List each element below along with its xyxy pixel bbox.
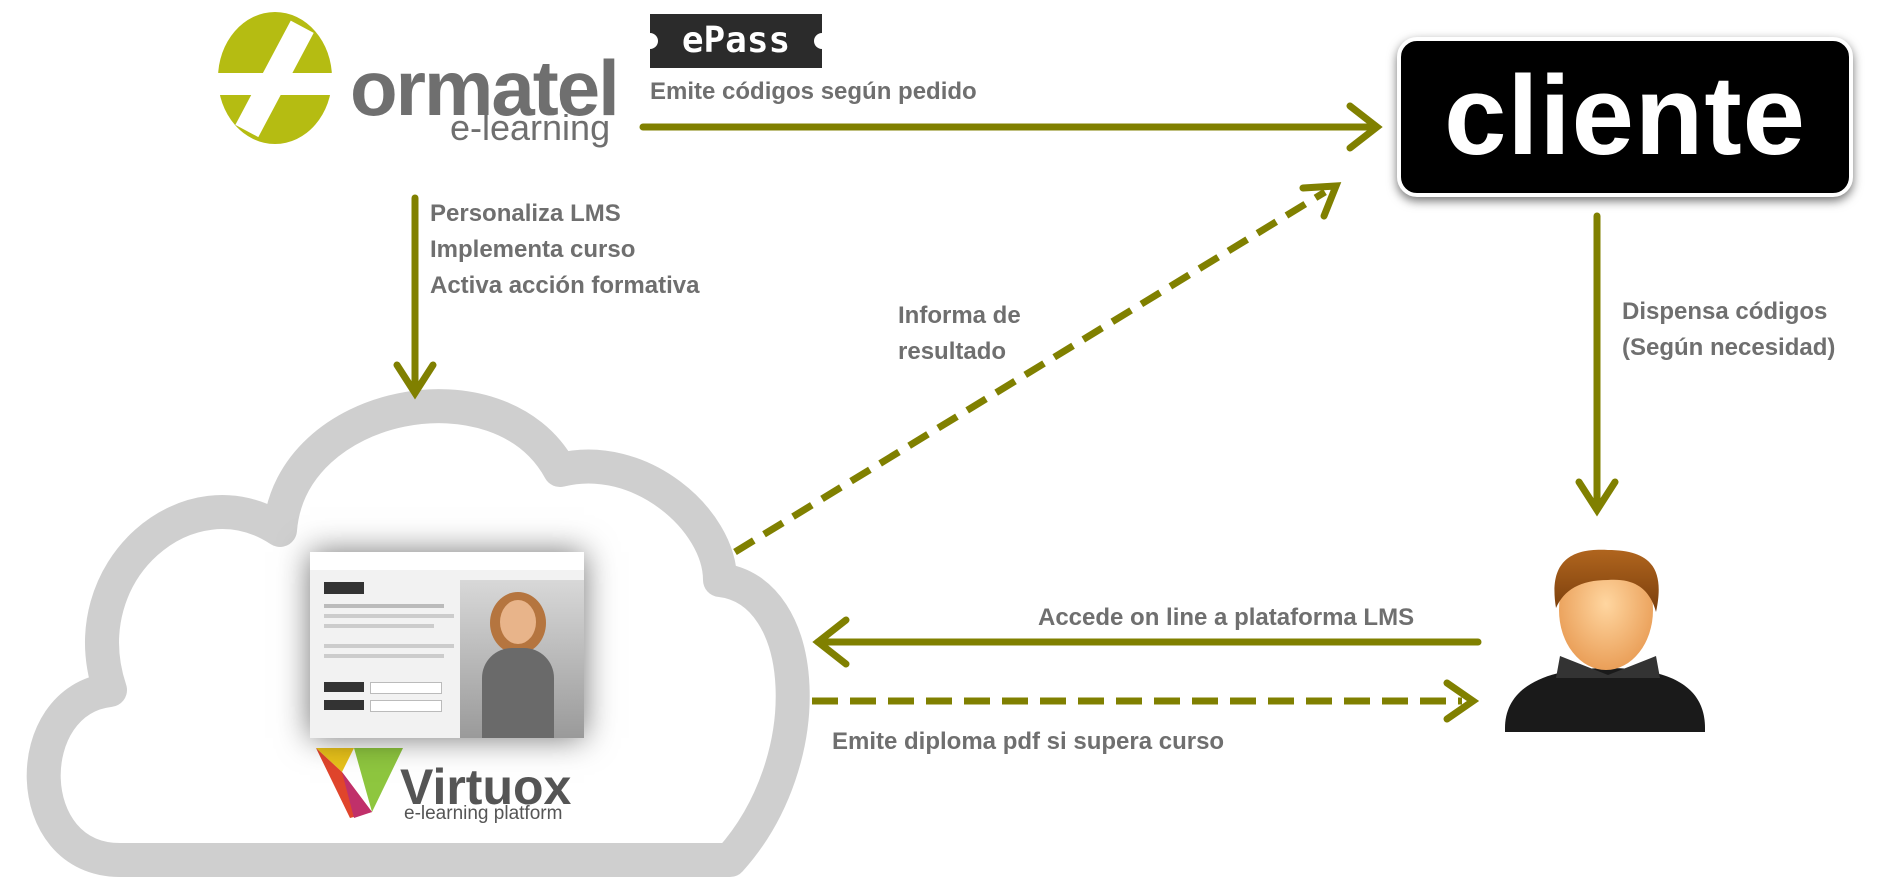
formatel-logo-name: ormatel [350, 44, 620, 132]
arrow-cliente-to-user [1575, 212, 1619, 517]
label-emite-codigos: Emite códigos según pedido [650, 78, 977, 105]
virtuox-logo-tagline: e-learning platform [404, 803, 563, 824]
label-informa-resultado: Informa de resultado [898, 302, 1021, 365]
virtuox-logo-name: Virtuox [400, 759, 572, 815]
formatel-logo-tagline: e-learning [450, 107, 611, 148]
label-emite-diploma: Emite diploma pdf si supera curso [832, 728, 1225, 755]
label-accede-plataforma: Accede on line a plataforma LMS [1038, 604, 1415, 631]
epass-logo: ePass [642, 14, 830, 68]
formatel-logo-mark [210, 12, 345, 144]
cliente-box: cliente [1397, 37, 1853, 197]
virtuox-logo-mark [316, 748, 403, 818]
arrow-formatel-to-cloud [393, 194, 437, 400]
label-dispensa-codigos: Dispensa códigos (Según necesidad) [1622, 298, 1836, 361]
cloud-icon [26, 389, 810, 877]
arrow-cloud-to-user-dashed [812, 679, 1480, 723]
arrow-user-to-cloud [812, 616, 1482, 668]
lms-screenshot-image [310, 552, 584, 738]
arrow-informa-resultado [733, 182, 1342, 555]
label-personaliza-lms: Personaliza LMS Implementa curso Activa … [430, 200, 700, 299]
user-avatar-icon [1505, 549, 1705, 732]
arrow-formatel-to-cliente [639, 102, 1383, 152]
